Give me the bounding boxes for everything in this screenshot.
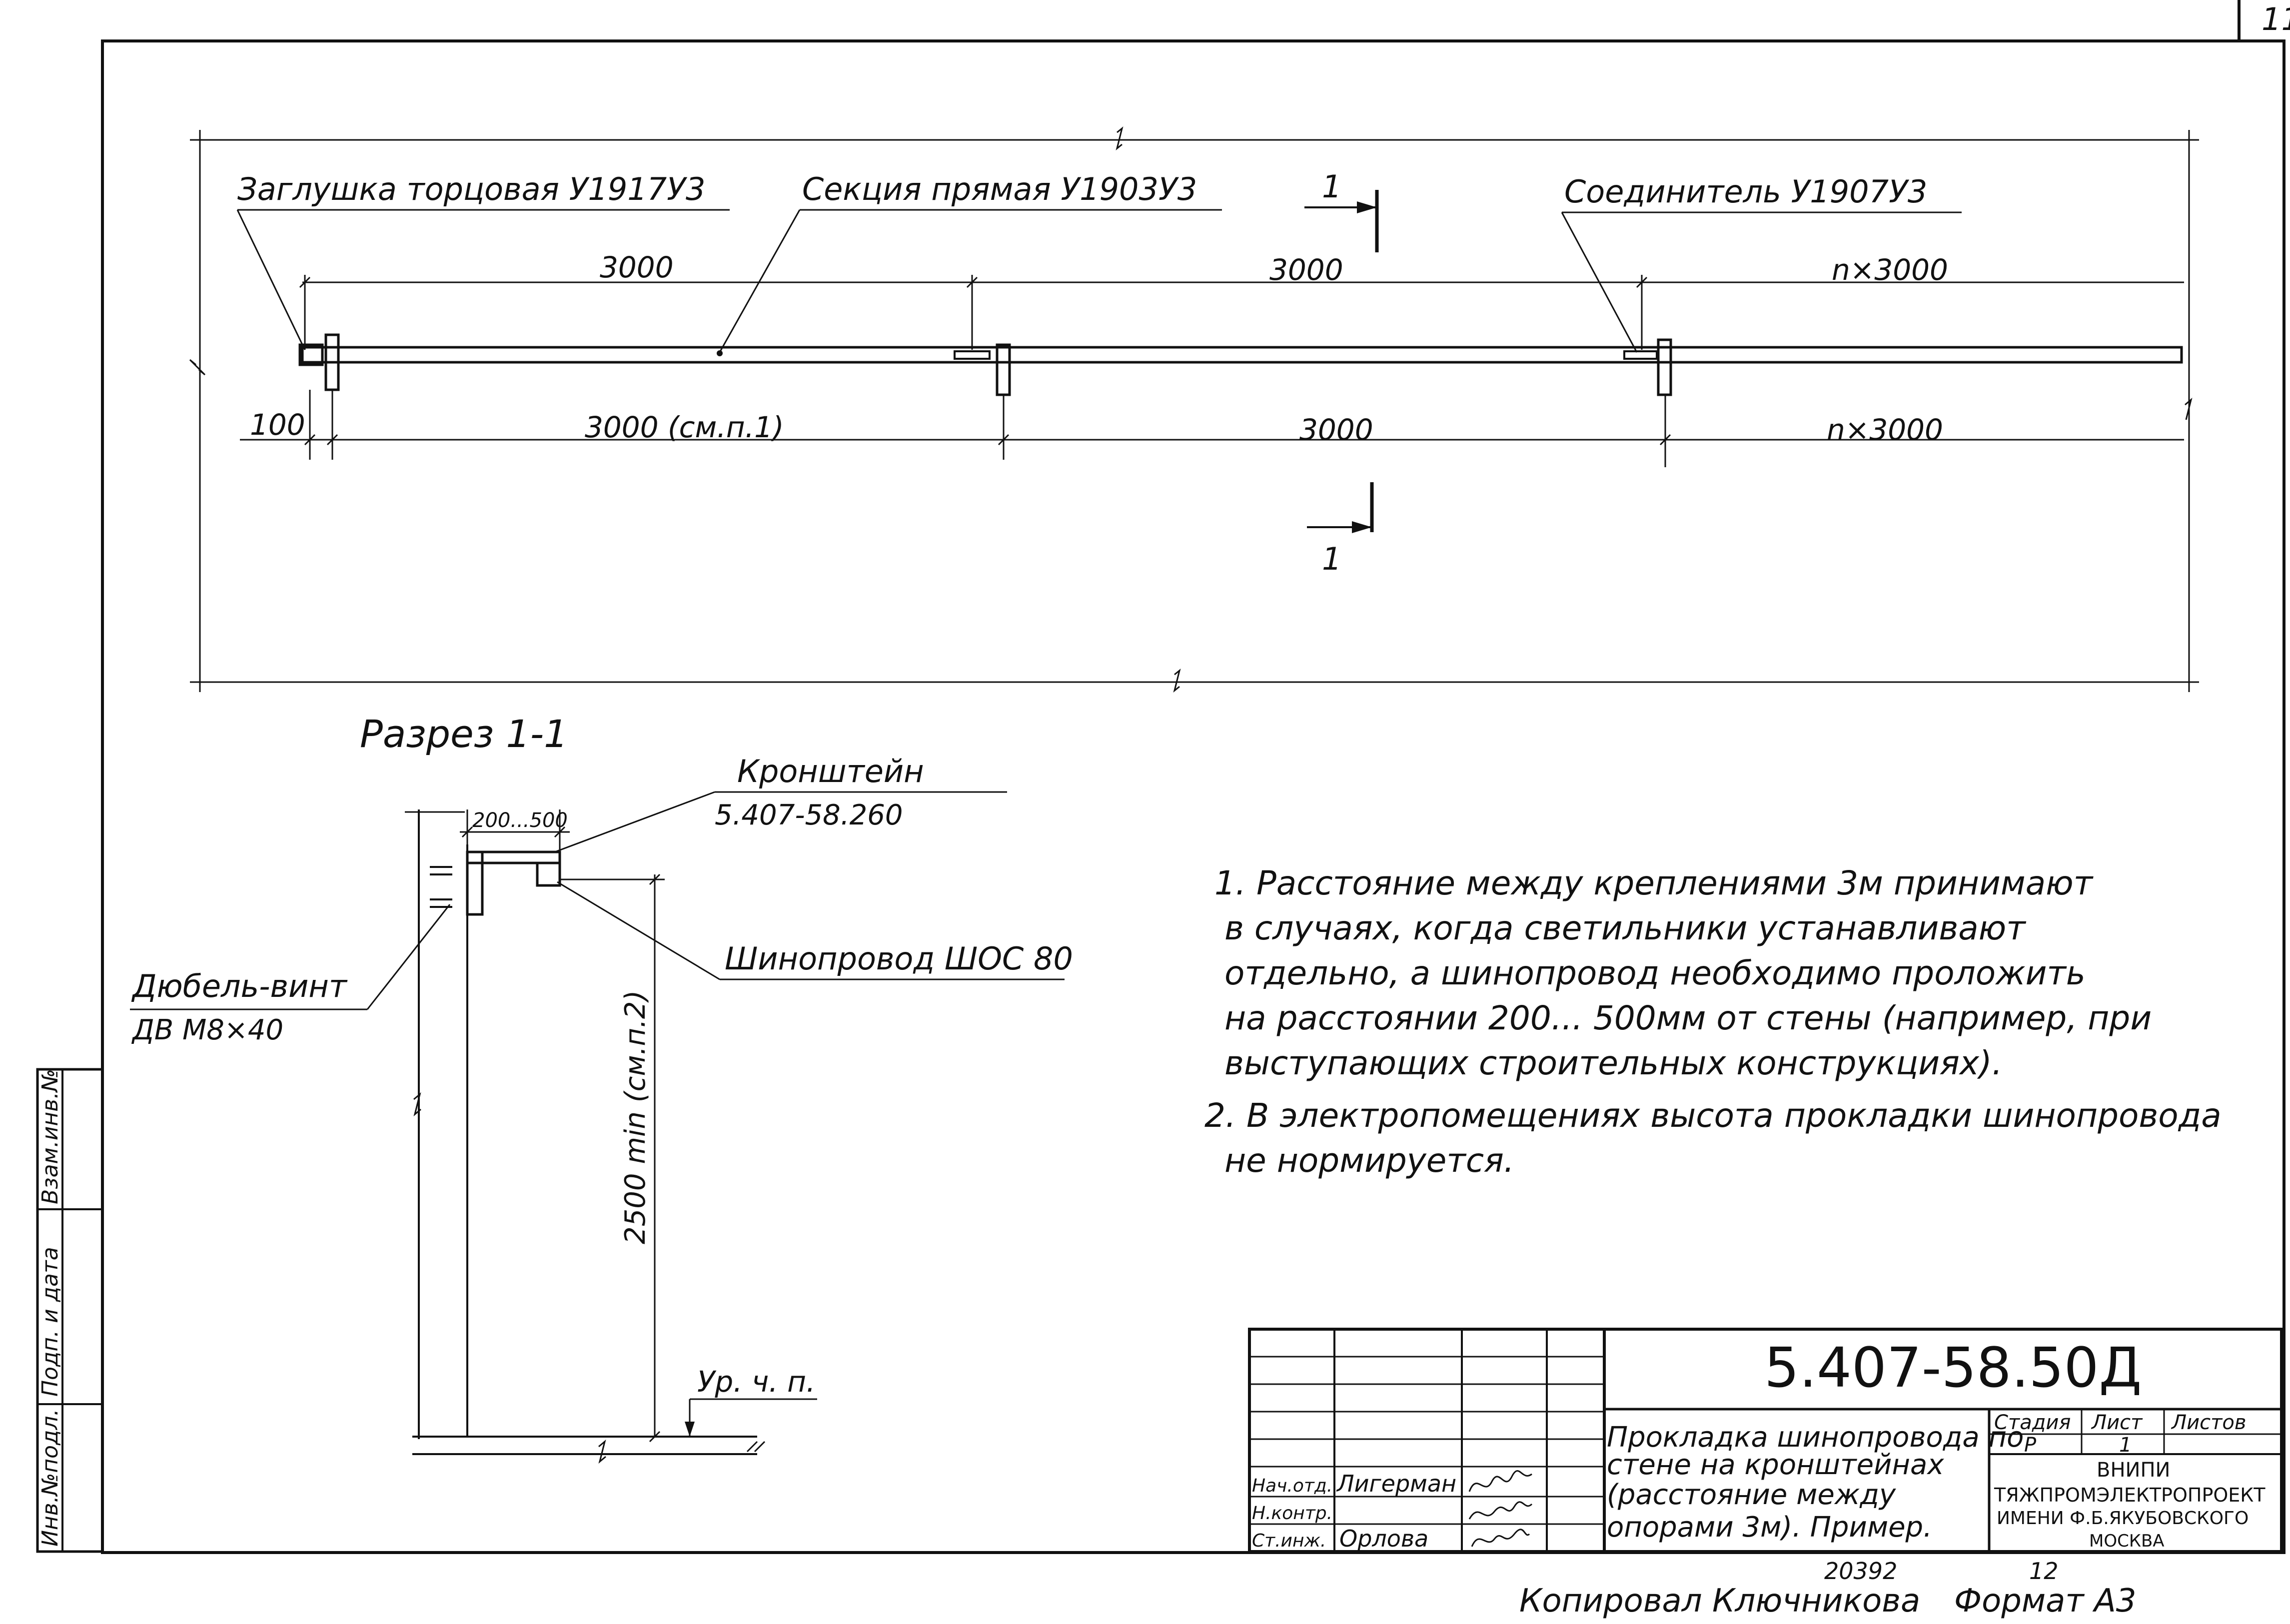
role-1: Нач.отд. xyxy=(1252,1476,1332,1496)
format-label: Формат А3 xyxy=(1954,1583,2137,1620)
connector-1 xyxy=(954,350,991,360)
doc-name-line-3: (расстояние между xyxy=(1607,1479,1896,1511)
dim-bottom-4: n×3000 xyxy=(1827,413,1943,447)
bracket-2 xyxy=(996,343,1011,396)
doc-name-line-4: опорами 3м). Пример. xyxy=(1607,1511,1932,1544)
label-bracket-code: 5.407-58.260 xyxy=(715,799,903,831)
dim-top-2: 3000 xyxy=(1269,253,1343,287)
section-view: Разрез 1-1 200...500 2500 min (см.п.2) У… xyxy=(130,712,1073,1464)
page-number: 12 xyxy=(2029,1558,2059,1585)
org-line-1: ВНИПИ xyxy=(2097,1459,2170,1482)
side-stamp-sign: Подп. и дата xyxy=(37,1247,63,1397)
end-cap xyxy=(298,343,324,366)
label-bracket: Кронштейн xyxy=(737,753,924,790)
side-stamp-replace: Взам.инв.№ xyxy=(37,1069,63,1204)
document-code: 5.407-58.50Д xyxy=(1764,1336,2142,1400)
side-stamp: Инв.№подл. Подп. и дата Взам.инв.№ xyxy=(36,1068,104,1553)
dim-top-1: 3000 xyxy=(600,250,674,284)
label-straight-section: Секция прямая У1903У3 xyxy=(802,171,1197,207)
doc-number: 20392 xyxy=(1824,1558,1897,1585)
copied-by: Копировал Ключникова xyxy=(1519,1583,1920,1620)
note-line-3: отдельно, а шинопровод необходимо пролож… xyxy=(1224,954,2086,992)
footer: Копировал Ключникова 20392 12 Формат А3 xyxy=(1519,1558,2137,1620)
busbar-run xyxy=(301,346,2183,364)
sheet-frame: 11 xyxy=(101,0,2290,1554)
role-2: Н.контр. xyxy=(1252,1503,1332,1524)
section-bracket-plate xyxy=(466,850,484,916)
dim-offset: 200...500 xyxy=(472,809,568,832)
signature-2 xyxy=(1468,1501,1533,1520)
note-line-1: 1. Расстояние между креплениями 3м прини… xyxy=(1214,864,2094,902)
org-line-3: ИМЕНИ Ф.Б.ЯКУБОВСКОГО xyxy=(1997,1508,2249,1529)
sheet-header: Лист xyxy=(2091,1411,2143,1434)
label-connector: Соединитель У1907У3 xyxy=(1564,173,1927,210)
label-busbar: Шинопровод ШОС 80 xyxy=(725,940,1073,977)
org-line-4: МОСКВА xyxy=(2089,1531,2165,1551)
role-3: Ст.инж. xyxy=(1252,1531,1326,1551)
label-dowel-code: ДВ М8×40 xyxy=(131,1014,283,1046)
sheets-header: Листов xyxy=(2171,1411,2246,1434)
note-line-6: 2. В электропомещениях высота прокладки … xyxy=(1204,1096,2222,1135)
dim-bottom-1: 100 xyxy=(250,408,305,442)
note-line-4: на расстоянии 200... 500мм от стены (нап… xyxy=(1224,999,2152,1037)
plan-view: 3000 3000 n×3000 100 3000 (см.п.1) 3000 … xyxy=(189,126,2199,693)
doc-name-line-2: стене на кронштейнах xyxy=(1607,1449,1944,1481)
org-line-2: ТЯЖПРОМЭЛЕКТРОПРОЕКТ xyxy=(1994,1484,2266,1506)
label-end-cap: Заглушка торцовая У1917У3 xyxy=(237,171,705,207)
sheet-number: 11 xyxy=(2262,1,2290,37)
note-line-5: выступающих строительных конструкциях). xyxy=(1224,1044,2003,1082)
side-stamp-inv: Инв.№подл. xyxy=(37,1409,63,1547)
dim-height: 2500 min (см.п.2) xyxy=(619,990,652,1244)
section-mark-bottom: 1 xyxy=(1307,482,1374,577)
connector-2 xyxy=(1623,350,1658,360)
stage-value: Р xyxy=(2024,1434,2037,1457)
note-line-2: в случаях, когда светильники устанавлива… xyxy=(1224,909,2027,947)
notes: 1. Расстояние между креплениями 3м прини… xyxy=(1204,864,2222,1180)
doc-name-line-1: Прокладка шинопровода по xyxy=(1607,1421,2024,1454)
floor-level-label: Ур. ч. п. xyxy=(697,1365,816,1399)
section-title: Разрез 1-1 xyxy=(360,712,568,756)
svg-text:1: 1 xyxy=(1322,168,1341,205)
dim-bottom-3: 3000 xyxy=(1299,413,1373,447)
dim-bottom-2: 3000 (см.п.1) xyxy=(585,410,784,444)
svg-text:1: 1 xyxy=(1322,541,1341,577)
label-dowel: Дюбель-винт xyxy=(131,968,348,1004)
role-1-name: Лигерман xyxy=(1336,1470,1456,1497)
note-line-7: не нормируется. xyxy=(1224,1141,1514,1180)
section-busbar xyxy=(536,861,561,887)
section-mark-top: 1 xyxy=(1304,168,1379,252)
signature-1 xyxy=(1468,1470,1532,1492)
role-3-name: Орлова xyxy=(1339,1525,1428,1552)
stage-header: Стадия xyxy=(1994,1411,2071,1434)
dim-top-3: n×3000 xyxy=(1832,253,1948,287)
sheet-value: 1 xyxy=(2119,1434,2132,1457)
title-block: 5.407-58.50Д Прокладка шинопровода по ст… xyxy=(1248,1328,2283,1553)
section-bracket-arm xyxy=(466,850,561,864)
signature-3 xyxy=(1471,1529,1530,1547)
